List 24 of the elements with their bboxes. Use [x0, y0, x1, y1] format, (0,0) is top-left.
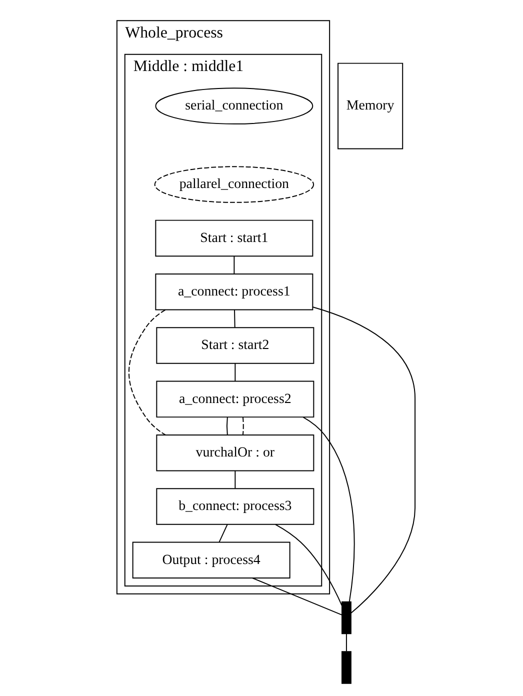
node-ellipse: pallarel_connection [154, 166, 314, 203]
connector [233, 256, 234, 274]
node-box: Start : start1 [154, 220, 313, 257]
connector [226, 416, 228, 436]
node-box: Memory [337, 62, 403, 150]
node-box: a_connect: process2 [156, 380, 314, 418]
node-box: vurchalOr : or [156, 434, 314, 472]
connector [274, 524, 342, 606]
node-ellipse: serial_connection [154, 88, 313, 124]
node-box: Output : process4 [132, 542, 290, 579]
node-bar [341, 601, 351, 634]
connector [312, 306, 416, 614]
connector [242, 416, 244, 436]
node-box: b_connect: process3 [156, 488, 314, 525]
connector [345, 633, 346, 652]
connector [128, 309, 166, 436]
connector [218, 524, 228, 543]
node-box: Start : start2 [156, 327, 314, 364]
connector [234, 470, 236, 489]
connector [234, 309, 235, 328]
node-box: a_connect: process1 [154, 273, 313, 310]
node-bar [341, 651, 351, 684]
connector [234, 362, 236, 382]
connector [302, 416, 354, 602]
